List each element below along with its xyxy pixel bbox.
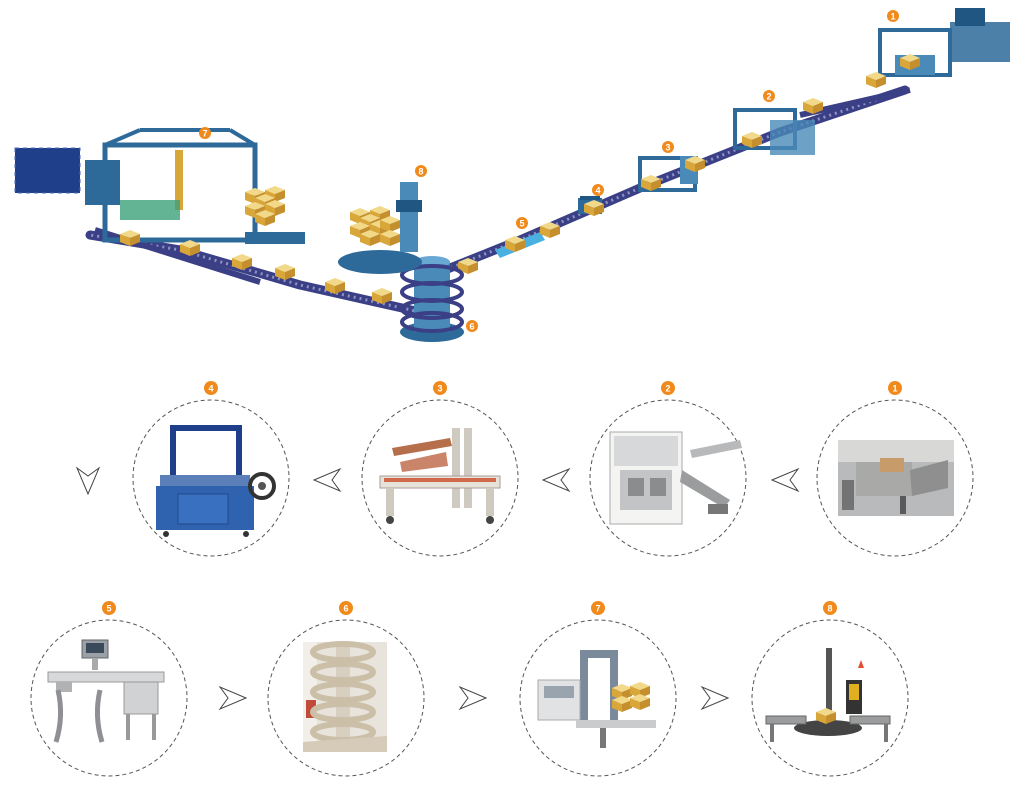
- svg-text:1: 1: [892, 384, 897, 394]
- spiral-conveyor-photo: [303, 642, 387, 752]
- overview-badge-6: 6: [466, 320, 478, 332]
- svg-text:4: 4: [208, 384, 213, 394]
- svg-text:6: 6: [343, 604, 348, 614]
- process-steps: 1 2: [31, 381, 973, 776]
- step-4: 4: [133, 381, 289, 556]
- case-sealer-photo: [380, 428, 500, 524]
- svg-text:4: 4: [595, 186, 600, 196]
- step-6: 6: [268, 601, 424, 776]
- arrow-step-1-to-2: [772, 469, 798, 491]
- stretch-wrapper-photo: [766, 648, 890, 742]
- svg-text:7: 7: [595, 604, 600, 614]
- palletizer-photo: [538, 650, 656, 748]
- station-8-stretch-wrapper: [338, 182, 422, 274]
- left-arrow-icon: [772, 469, 798, 491]
- arrow-step-3-to-4: [314, 469, 340, 491]
- case-erector-photo: [838, 440, 954, 516]
- arrow-step-2-to-3: [543, 469, 569, 491]
- strapping-machine-photo: [156, 425, 274, 537]
- arrow-step-6-to-7: [460, 687, 486, 709]
- arrow-step-4-to-5: [77, 468, 99, 494]
- step-5: 5: [31, 601, 187, 776]
- step-8: 8: [752, 601, 908, 776]
- svg-text:2: 2: [766, 92, 771, 102]
- step-3: 3: [362, 381, 518, 556]
- station-5-checkweigher: [458, 222, 560, 274]
- down-arrow-icon: [77, 468, 99, 494]
- station-7-palletizer: [15, 130, 392, 304]
- svg-text:7: 7: [202, 129, 207, 139]
- svg-text:2: 2: [665, 384, 670, 394]
- overview-layout: 1 2 3 4 5 6 7: [15, 8, 1010, 342]
- arrow-step-7-to-8: [702, 687, 728, 709]
- overview-badge-4: 4: [592, 184, 604, 196]
- overview-badge-8: 8: [415, 165, 427, 177]
- step-1: 1: [817, 381, 973, 556]
- checkweigher-photo: [48, 640, 164, 742]
- svg-text:3: 3: [437, 384, 442, 394]
- left-arrow-icon: [314, 469, 340, 491]
- svg-text:5: 5: [106, 604, 111, 614]
- overview-badge-7: 7: [199, 127, 211, 139]
- case-packer-photo: [610, 432, 742, 524]
- svg-text:6: 6: [469, 322, 474, 332]
- right-arrow-icon: [220, 687, 246, 709]
- arrow-step-5-to-6: [220, 687, 246, 709]
- right-arrow-icon: [702, 687, 728, 709]
- svg-text:5: 5: [519, 219, 524, 229]
- right-arrow-icon: [460, 687, 486, 709]
- overview-badge-5: 5: [516, 217, 528, 229]
- svg-text:3: 3: [665, 143, 670, 153]
- overview-badge-2: 2: [763, 90, 775, 102]
- overview-badge-3: 3: [662, 141, 674, 153]
- step-7: 7: [520, 601, 676, 776]
- svg-text:8: 8: [418, 167, 423, 177]
- station-4-strapping-machine: [578, 196, 604, 216]
- left-arrow-icon: [543, 469, 569, 491]
- svg-text:8: 8: [827, 604, 832, 614]
- step-2: 2: [590, 381, 746, 556]
- station-1-case-erector: [866, 8, 1010, 88]
- overview-badge-1: 1: [887, 10, 899, 22]
- svg-text:1: 1: [890, 12, 895, 22]
